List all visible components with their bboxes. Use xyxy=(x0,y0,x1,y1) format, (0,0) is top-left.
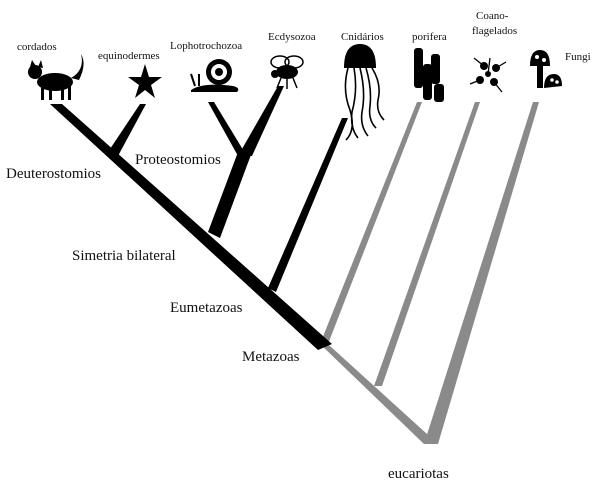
label-eumetazoas: Eumetazoas xyxy=(170,300,243,316)
label-fungi: Fungi xyxy=(565,51,591,63)
label-cordados: cordados xyxy=(17,41,57,53)
starfish-icon xyxy=(128,64,162,98)
branch-ecdysozoa xyxy=(238,86,284,156)
branches xyxy=(50,86,539,444)
snail-icon xyxy=(191,59,238,92)
label-metazoas: Metazoas xyxy=(242,349,300,365)
label-coanoflagelados-line1: Coano- xyxy=(476,10,509,22)
sponge-icon xyxy=(414,48,444,102)
label-simetria-bilateral: Simetria bilateral xyxy=(72,248,176,264)
label-cnidarios: Cnidários xyxy=(341,31,384,43)
branch-root-fungi xyxy=(424,102,539,444)
label-coanoflagelados-line2: flagelados xyxy=(472,25,517,37)
fly-icon xyxy=(271,56,303,89)
jellyfish-icon xyxy=(344,44,384,140)
branch-lophotrochozoa xyxy=(208,102,248,158)
label-deuterostomios: Deuterostomios xyxy=(6,166,101,182)
branch-stem-lower xyxy=(318,342,438,444)
tip-labels: cordados equinodermes Lophotrochozoa Ecd… xyxy=(17,10,591,63)
label-proteostomios: Proteostomios xyxy=(135,152,221,168)
cat-icon xyxy=(28,54,84,100)
label-ecdysozoa: Ecdysozoa xyxy=(268,31,316,43)
branch-cnidarios xyxy=(268,118,348,292)
mushroom-icon xyxy=(530,50,562,88)
label-eucariotas: eucariotas xyxy=(388,466,449,482)
branch-equinodermes xyxy=(108,104,146,156)
label-porifera: porifera xyxy=(412,31,447,43)
choanoflagellate-icon xyxy=(470,58,506,92)
label-equinodermes: equinodermes xyxy=(98,50,160,62)
label-lophotrochozoa: Lophotrochozoa xyxy=(170,40,242,52)
